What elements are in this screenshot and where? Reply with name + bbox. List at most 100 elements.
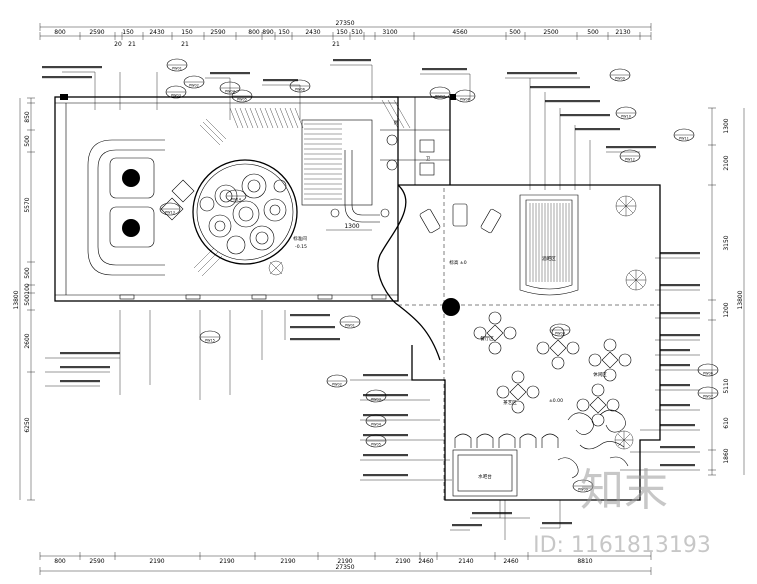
room-label-bar: 酒吧区 (542, 255, 556, 262)
material-tag: PW09 (572, 479, 594, 493)
table-set (588, 338, 632, 382)
top-dim-label: 150 (122, 29, 134, 36)
top-sub-dim-label: 21 (128, 41, 136, 48)
material-tag: PW09 (609, 68, 631, 82)
level-mark-minus: -0.15 (295, 244, 307, 250)
service-room-fixtures: 卫 厨 (381, 99, 435, 176)
stair-width-dim: 1300 (344, 223, 359, 230)
level-mark: 标高 ±0 (449, 259, 466, 266)
svg-text:PW08: PW08 (555, 332, 565, 336)
bottom-dim-label: 2140 (458, 558, 473, 565)
level-mark-zero: ±0.00 (549, 398, 563, 404)
top-dim-label: 2590 (89, 29, 104, 36)
top-dim-label: 2590 (210, 29, 225, 36)
left-dim-label: 500 (24, 294, 31, 306)
round-floor-medallion (192, 159, 298, 276)
material-tag: PW12 (619, 149, 641, 163)
room-label-water-bar: 水吧台 (478, 473, 492, 480)
top-dim-label: 150 (181, 29, 193, 36)
ornamental-carpet (557, 409, 629, 479)
right-dim-label: 2100 (723, 155, 730, 170)
right-total-dim: 13800 (737, 290, 744, 309)
top-dim-label: 510 (351, 29, 363, 36)
svg-text:PW04: PW04 (225, 90, 235, 94)
material-tag: PW03 (365, 389, 387, 403)
svg-text:PW15: PW15 (205, 339, 215, 343)
material-tag: PW10 (615, 106, 637, 120)
material-tag: PW05 (365, 434, 387, 448)
svg-text:PW09: PW09 (578, 488, 588, 492)
lounge-chairs-top (419, 203, 502, 234)
material-tag: PW11 (673, 128, 695, 142)
right-dim-label: 3150 (723, 235, 730, 250)
top-dim-label: 150 (278, 29, 290, 36)
left-dim-label: 500 (24, 135, 31, 147)
left-dim-label: 5570 (24, 197, 31, 212)
top-sub-dimensions: 20 21 21 21 (114, 41, 340, 48)
top-dim-label: 3100 (382, 29, 397, 36)
right-dim-label: 1860 (723, 448, 730, 463)
top-dim-label: 500 (509, 29, 521, 36)
svg-text:PW07: PW07 (435, 95, 445, 99)
top-dim-label: 2130 (615, 29, 630, 36)
svg-text:PW05: PW05 (371, 443, 381, 447)
bottom-dim-label: 2190 (395, 558, 410, 565)
material-tag: PW02 (183, 75, 205, 89)
booth-seat (476, 433, 494, 448)
material-tag: PW06 (289, 79, 311, 93)
bar-counter: 酒吧区 (519, 194, 579, 296)
bottom-dim-label: 8810 (577, 558, 592, 565)
bottom-dim-label: 2190 (280, 558, 295, 565)
left-dim-label: 850 (24, 111, 31, 123)
top-sub-dim-label: 21 (181, 41, 189, 48)
svg-text:PW01: PW01 (172, 67, 182, 71)
watermark: 知末 ID: 1161813193 (533, 465, 711, 558)
top-total-dim: 27350 (335, 20, 354, 27)
left-dim-label: 100 (24, 283, 31, 295)
right-dim-label: 1300 (723, 118, 730, 133)
table-set (473, 311, 517, 355)
material-tag: PW13 (159, 202, 181, 216)
svg-text:PW04: PW04 (371, 423, 381, 427)
booth-seat (541, 433, 559, 448)
material-tag: PW05 (231, 89, 253, 103)
top-dim-label: 2430 (305, 29, 320, 36)
room-label-dining: 餐厅区 (480, 335, 494, 342)
bottom-dim-label: 2190 (219, 558, 234, 565)
top-dim-label: 2500 (543, 29, 558, 36)
building-walls (54, 94, 661, 501)
watermark-id: ID: 1161813193 (533, 533, 711, 558)
svg-text:PW07: PW07 (703, 395, 713, 399)
svg-text:PW11: PW11 (679, 137, 689, 141)
svg-text:PW02: PW02 (189, 84, 199, 88)
booth-seat (454, 433, 472, 448)
right-dim-label: 1200 (723, 302, 730, 317)
svg-text:PW03: PW03 (171, 94, 181, 98)
water-bar-counter: 水吧台 (452, 433, 559, 497)
top-sub-dim-label: 21 (332, 41, 340, 48)
staircase: 1300 (229, 107, 390, 231)
top-dim-label: 800 (248, 29, 260, 36)
left-dim-label: 2600 (24, 333, 31, 348)
bottom-dim-label: 2460 (503, 558, 518, 565)
bottom-dim-label: 2190 (149, 558, 164, 565)
svg-text:PW12: PW12 (625, 158, 635, 162)
table-set (496, 370, 540, 414)
top-sub-dim-label: 20 (114, 41, 122, 48)
svg-text:PW05: PW05 (237, 98, 247, 102)
bottom-dim-label: 2590 (89, 558, 104, 565)
decorative-plants (614, 195, 647, 450)
bottom-total-dim: 27350 (335, 564, 354, 571)
left-dim-label: 6250 (24, 417, 31, 432)
room-label-wc: 卫 (426, 156, 431, 162)
material-tag: PW01 (166, 58, 188, 72)
material-tag: PW02 (326, 374, 348, 388)
svg-text:PW03: PW03 (371, 398, 381, 402)
room-label-standard: 标准间 (293, 235, 307, 242)
table-set (536, 326, 580, 370)
svg-text:PW14: PW14 (231, 198, 241, 202)
top-dim-label: 4560 (452, 29, 467, 36)
